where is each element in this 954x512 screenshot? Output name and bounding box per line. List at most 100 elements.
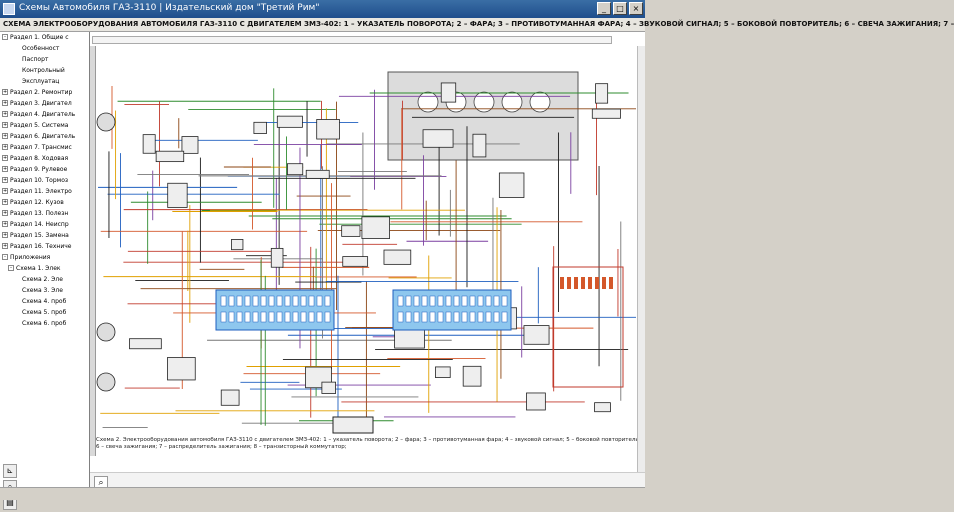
connector-pin [437, 295, 444, 307]
close-button[interactable]: × [629, 2, 643, 15]
component-block [167, 182, 188, 208]
expand-icon[interactable]: + [2, 232, 8, 238]
tree-item-label: Схема 5. проб [22, 309, 67, 316]
gauge-dial [501, 91, 523, 113]
connector-pin [461, 295, 468, 307]
tree-item[interactable]: Схема 3. Эле [0, 285, 90, 296]
tree-item[interactable]: +Раздел 14. Неиспр [0, 219, 90, 230]
connector-pin [469, 295, 476, 307]
tree-item[interactable]: Эксплуатац [0, 76, 90, 87]
expand-icon[interactable]: + [2, 111, 8, 117]
tree-item[interactable]: +Раздел 9. Рулевое [0, 164, 90, 175]
expand-icon[interactable]: + [2, 188, 8, 194]
component-block [594, 402, 611, 413]
tree-item[interactable]: +Раздел 10. Тормоз [0, 175, 90, 186]
zoom-icon[interactable]: ⌕ [94, 476, 108, 490]
maximize-button[interactable]: □ [613, 2, 627, 15]
connector-pin [413, 311, 420, 323]
tree-item-label: Раздел 6. Двигатель [10, 133, 76, 140]
expand-icon[interactable]: + [2, 210, 8, 216]
connector-pin [461, 311, 468, 323]
tree-item[interactable]: +Раздел 5. Система [0, 120, 90, 131]
expand-icon[interactable]: + [2, 166, 8, 172]
connector-pin [308, 311, 315, 323]
collapse-icon[interactable]: - [8, 265, 14, 271]
connector-pin [300, 311, 307, 323]
tree-item-label: Схема 4. проб [22, 298, 67, 305]
expand-icon[interactable]: + [2, 155, 8, 161]
connector-block [392, 289, 512, 331]
expand-icon[interactable]: + [2, 122, 8, 128]
expand-icon[interactable]: + [2, 243, 8, 249]
collapse-icon[interactable]: - [2, 34, 8, 40]
component-block [472, 133, 487, 158]
tree-item[interactable]: +Раздел 13. Полезн [0, 208, 90, 219]
tree-item[interactable]: +Раздел 3. Двигател [0, 98, 90, 109]
tree-item[interactable]: Схема 2. Эле [0, 274, 90, 285]
tree-item[interactable]: Схема 5. проб [0, 307, 90, 318]
component-block [498, 172, 525, 198]
tree-item-label: Паспорт [22, 56, 49, 63]
component-block [435, 366, 451, 378]
tree-item[interactable]: Особенност [0, 43, 90, 54]
ruler-icon[interactable]: ⊾ [3, 464, 17, 478]
tree-item[interactable]: Схема 4. проб [0, 296, 90, 307]
connector-pin [445, 295, 452, 307]
collapse-icon[interactable]: - [2, 254, 8, 260]
tree-item[interactable]: -Схема 1. Элек [0, 263, 90, 274]
connector-pin [501, 295, 508, 307]
connector-pin [485, 295, 492, 307]
tree-item-label: Раздел 10. Тормоз [10, 177, 69, 184]
fuse [602, 277, 606, 289]
connector-pin [236, 311, 243, 323]
tree-item[interactable]: Схема 6. проб [0, 318, 90, 329]
connector-pin [284, 295, 291, 307]
connector-pin [493, 311, 500, 323]
tree-item-label: Раздел 7. Трансмис [10, 144, 72, 151]
tree-item[interactable]: -Раздел 1. Общие с [0, 32, 90, 43]
connector-pin [477, 311, 484, 323]
headlight-symbol [96, 112, 116, 132]
tree-item[interactable]: +Раздел 4. Двигатель [0, 109, 90, 120]
expand-icon[interactable]: + [2, 221, 8, 227]
tree-item-label: Схема 3. Эле [22, 287, 63, 294]
tree-item[interactable]: +Раздел 11. Электро [0, 186, 90, 197]
vertical-scrollbar[interactable] [637, 46, 645, 476]
component-block [167, 357, 196, 381]
window-controls: _ □ × [597, 2, 643, 15]
tree-item[interactable]: +Раздел 6. Двигатель [0, 131, 90, 142]
fuse-panel [552, 266, 624, 388]
minimize-button[interactable]: _ [597, 2, 611, 15]
expand-icon[interactable]: + [2, 144, 8, 150]
tree-item[interactable]: Паспорт [0, 54, 90, 65]
tree-item[interactable]: -Приложения [0, 252, 90, 263]
tree-item-label: Схема 1. Элек [16, 265, 61, 272]
component-block [591, 108, 621, 119]
connector-pin [421, 311, 428, 323]
tree-item[interactable]: +Раздел 15. Замена [0, 230, 90, 241]
tree-item[interactable]: Контрольный [0, 65, 90, 76]
component-block [440, 82, 457, 103]
tree-item[interactable]: +Раздел 16. Техниче [0, 241, 90, 252]
component-block [361, 216, 390, 239]
wiring-diagram[interactable] [96, 71, 636, 438]
tree-item-label: Эксплуатац [22, 78, 60, 85]
connector-pin [413, 295, 420, 307]
gauge-dial [417, 91, 439, 113]
tree-item[interactable]: +Раздел 7. Трансмис [0, 142, 90, 153]
connector-pin [485, 311, 492, 323]
component-block [422, 129, 454, 148]
expand-icon[interactable]: + [2, 133, 8, 139]
connector-pin [397, 295, 404, 307]
tree-item[interactable]: +Раздел 8. Ходовая [0, 153, 90, 164]
fuse [560, 277, 564, 289]
tree-item[interactable]: +Раздел 12. Кузов [0, 197, 90, 208]
expand-icon[interactable]: + [2, 89, 8, 95]
tree-item[interactable]: +Раздел 2. Ремонтир [0, 87, 90, 98]
expand-icon[interactable]: + [2, 199, 8, 205]
expand-icon[interactable]: + [2, 177, 8, 183]
connector-pin [228, 295, 235, 307]
component-block [155, 150, 185, 163]
expand-icon[interactable]: + [2, 100, 8, 106]
